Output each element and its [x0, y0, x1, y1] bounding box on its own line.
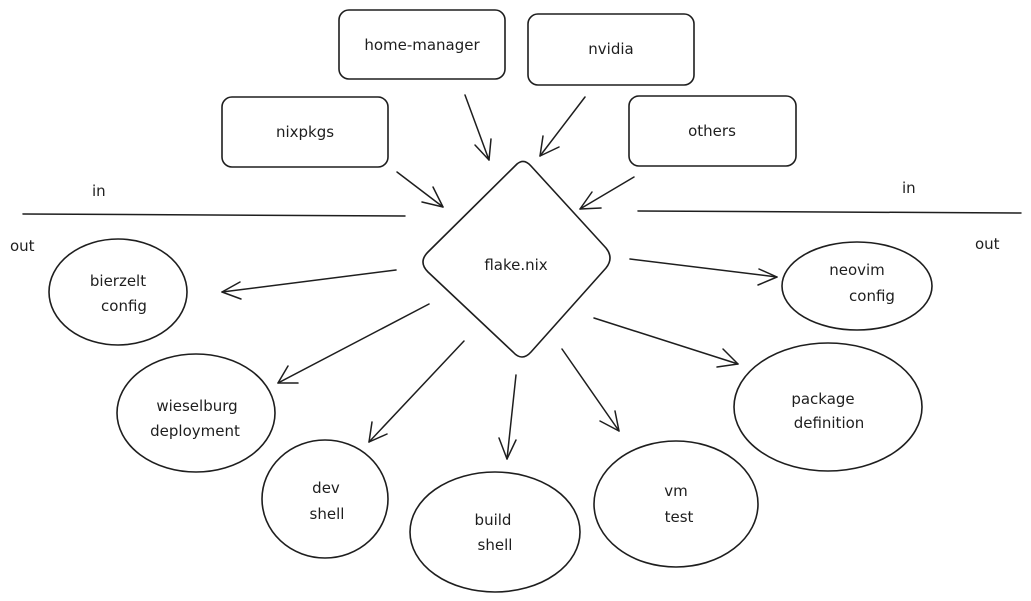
output-label-wieselburg: wieselburg	[156, 397, 237, 415]
arrow-nvidia-to-flake	[539, 96, 586, 157]
input-label-others: others	[688, 122, 736, 140]
input-box-home-manager: home-manager	[338, 9, 506, 80]
output-node-build-shell: build shell	[409, 471, 581, 593]
arrow-nixpkgs-to-flake	[396, 171, 444, 208]
divider-left-in-label: in	[92, 182, 106, 200]
divider-right-in-label: in	[902, 179, 916, 197]
input-box-others: others	[628, 95, 797, 167]
output-node-vm-test: vm test	[593, 440, 759, 568]
output-node-wieselburg-deployment: wieselburg deployment	[116, 353, 276, 473]
arrow-flake-to-dev-shell	[368, 340, 465, 443]
output-label-shell-build: shell	[478, 536, 513, 554]
arrow-flake-to-build-shell	[498, 374, 517, 460]
output-label-config-neovim: config	[849, 287, 895, 305]
divider-left-out-label: out	[10, 237, 35, 255]
output-label-deployment: deployment	[150, 422, 240, 440]
output-label-shell-dev: shell	[310, 505, 345, 523]
arrow-flake-to-bierzelt-config	[221, 269, 397, 300]
flake-nix-label: flake.nix	[484, 256, 547, 274]
input-label-nixpkgs: nixpkgs	[276, 123, 334, 141]
arrow-flake-to-vm-test	[561, 348, 620, 432]
arrow-others-to-flake	[579, 176, 635, 210]
output-node-neovim-config: neovim config	[781, 241, 933, 331]
output-node-bierzelt-config: bierzelt config	[48, 238, 188, 346]
input-box-nvidia: nvidia	[527, 13, 695, 86]
output-label-neovim: neovim	[829, 261, 885, 279]
output-label-test: test	[665, 508, 694, 526]
divider-right: in out	[637, 179, 1022, 253]
output-label-definition: definition	[794, 414, 865, 432]
output-label-vm: vm	[664, 482, 688, 500]
output-label-build: build	[475, 511, 512, 529]
arrow-flake-to-neovim-config	[629, 258, 778, 286]
output-node-dev-shell: dev shell	[261, 439, 389, 559]
arrow-home-manager-to-flake	[464, 94, 492, 161]
input-label-nvidia: nvidia	[588, 40, 633, 58]
output-node-package-definition: package definition	[733, 342, 923, 472]
output-label-dev: dev	[312, 479, 340, 497]
output-label-bierzelt: bierzelt	[90, 272, 146, 290]
output-label-package: package	[791, 390, 854, 408]
divider-right-out-label: out	[975, 235, 1000, 253]
flake-nix-node: flake.nix	[422, 160, 611, 358]
input-label-home-manager: home-manager	[364, 36, 480, 54]
divider-left: in out	[10, 182, 406, 255]
input-box-nixpkgs: nixpkgs	[221, 96, 389, 168]
output-label-config: config	[101, 297, 147, 315]
arrow-flake-to-package-definition	[593, 317, 739, 368]
arrow-flake-to-wieselburg-deployment	[277, 303, 430, 384]
